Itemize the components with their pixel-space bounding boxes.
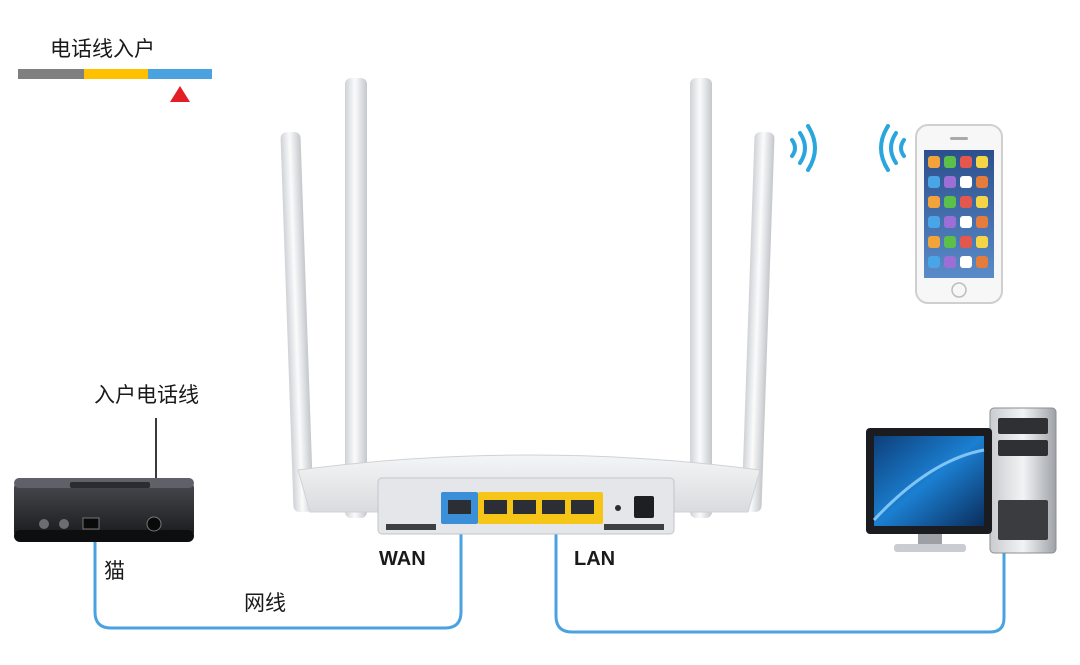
legend-segment-blue bbox=[148, 69, 212, 79]
wan-label: WAN bbox=[379, 548, 426, 570]
modem-icon bbox=[14, 478, 194, 542]
phone-app-icon bbox=[928, 216, 940, 228]
phone-app-icon bbox=[960, 156, 972, 168]
phone-app-icon bbox=[928, 256, 940, 268]
phone-app-icon bbox=[976, 216, 988, 228]
network-cable-label: 网线 bbox=[244, 591, 286, 615]
desktop-computer-icon bbox=[866, 407, 1057, 554]
smartphone-icon bbox=[915, 124, 1003, 304]
router-icon bbox=[280, 78, 775, 535]
phone-app-icon bbox=[960, 176, 972, 188]
phone-app-icon bbox=[928, 196, 940, 208]
phone-app-icon bbox=[976, 256, 988, 268]
phone-app-icon bbox=[928, 176, 940, 188]
phone-app-icon bbox=[928, 156, 940, 168]
phone-line-legend bbox=[18, 69, 212, 102]
legend-segment-gray bbox=[18, 69, 84, 79]
legend-segment-yellow bbox=[84, 69, 148, 79]
phone-app-icon bbox=[976, 196, 988, 208]
phone-app-icon bbox=[944, 196, 956, 208]
phone-app-icon bbox=[944, 256, 956, 268]
lan-ports bbox=[478, 492, 603, 524]
lan-cable bbox=[554, 532, 1006, 634]
incoming-line-label: 入户电话线 bbox=[94, 383, 199, 407]
phone-app-icon bbox=[928, 236, 940, 248]
lan-label: LAN bbox=[574, 548, 615, 570]
wifi-signal-icon bbox=[790, 124, 906, 172]
phone-app-icon bbox=[976, 156, 988, 168]
phone-app-icon bbox=[976, 176, 988, 188]
wan-cable bbox=[93, 528, 463, 630]
phone-app-icon bbox=[944, 176, 956, 188]
phone-app-icon bbox=[960, 196, 972, 208]
legend-title: 电话线入户 bbox=[50, 37, 155, 61]
legend-marker-triangle-icon bbox=[170, 86, 190, 102]
phone-app-icon bbox=[960, 236, 972, 248]
modem-label: 猫 bbox=[104, 559, 125, 583]
router-antennas bbox=[280, 78, 775, 518]
phone-app-icon bbox=[960, 216, 972, 228]
phone-app-icon bbox=[944, 156, 956, 168]
phone-app-icon bbox=[976, 236, 988, 248]
phone-app-icon bbox=[944, 216, 956, 228]
phone-app-icon bbox=[960, 256, 972, 268]
phone-app-icon bbox=[944, 236, 956, 248]
